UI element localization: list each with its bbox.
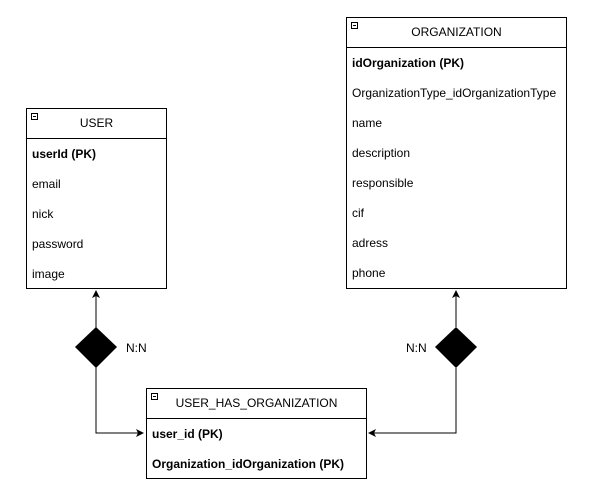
collapse-icon[interactable] [151, 393, 158, 400]
user-relationship-label: N:N [126, 341, 147, 355]
user-attribute-email: email [32, 177, 61, 191]
user-entity-header[interactable]: USER [27, 109, 166, 139]
organization-attribute-idorganization: idOrganization (PK) [352, 56, 464, 70]
organization-attribute-phone: phone [352, 266, 386, 280]
organization-connector-line [368, 368, 457, 437]
organization-attribute-name: name [352, 116, 383, 130]
organization-relationship-diamond[interactable] [435, 327, 477, 368]
organization-attribute-description: description [352, 146, 411, 160]
user-entity[interactable]: USER userId (PK) email nick password ima… [26, 108, 167, 289]
organization-attribute-type: OrganizationType_idOrganizationType [352, 86, 557, 100]
organization-entity-header[interactable]: ORGANIZATION [347, 18, 566, 48]
user-relationship-diamond[interactable] [75, 327, 117, 368]
collapse-icon[interactable] [31, 113, 38, 120]
user-attribute-nick: nick [32, 207, 54, 221]
organization-entity[interactable]: ORGANIZATION idOrganization (PK) Organiz… [346, 17, 567, 289]
collapse-icon[interactable] [351, 22, 358, 29]
user-attribute-image: image [32, 267, 65, 281]
user-has-organization-entity-header[interactable]: USER_HAS_ORGANIZATION [147, 389, 366, 419]
organization-attribute-adress: adress [352, 236, 389, 250]
organization-attribute-responsible: responsible [352, 176, 414, 190]
user-has-organization-entity[interactable]: USER_HAS_ORGANIZATION user_id (PK) Organ… [146, 388, 367, 479]
user-has-organization-attribute-user-id: user_id (PK) [152, 427, 223, 441]
user-entity-title: USER [79, 116, 114, 130]
organization-attribute-cif: cif [352, 206, 364, 220]
user-attribute-password: password [32, 237, 84, 251]
organization-entity-title: ORGANIZATION [411, 25, 502, 39]
user-attribute-userid: userId (PK) [32, 147, 97, 161]
user-has-organization-attribute-organization-id: Organization_idOrganization (PK) [152, 457, 345, 471]
user-has-organization-entity-title: USER_HAS_ORGANIZATION [175, 396, 338, 410]
organization-relationship-label: N:N [406, 341, 427, 355]
